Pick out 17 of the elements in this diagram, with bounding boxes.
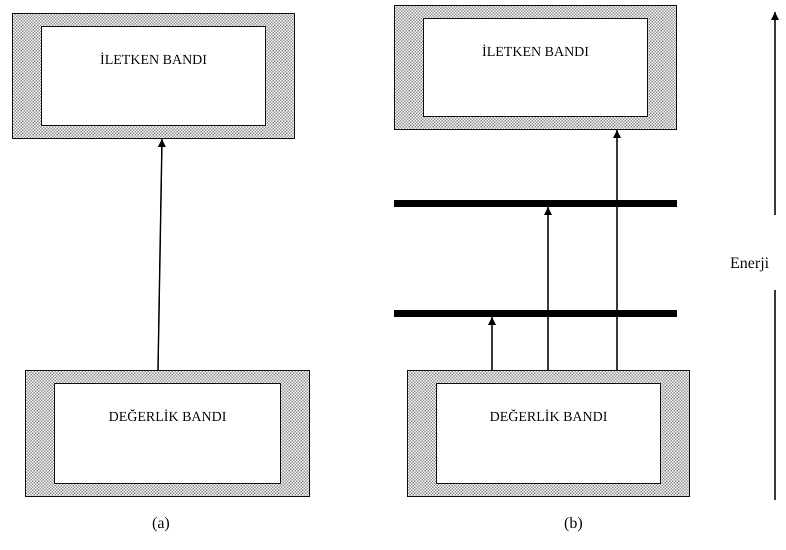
arrow (613, 130, 621, 370)
arrow (157, 138, 166, 370)
band-label: DEĞERLİK BANDI (490, 410, 608, 426)
band-box (25, 370, 310, 497)
band-box (12, 13, 295, 139)
panel-label: (b) (564, 515, 583, 533)
energy-level-bar (394, 310, 677, 317)
energy-level-bar (394, 200, 677, 207)
axis-label: Enerji (730, 255, 770, 273)
band-label: DEĞERLİK BANDI (108, 410, 226, 426)
band-label: İLETKEN BANDI (482, 45, 589, 61)
band-label: İLETKEN BANDI (100, 53, 207, 69)
arrow (544, 207, 552, 370)
band-box (394, 5, 677, 130)
band-box (407, 370, 690, 497)
panel-label: (a) (152, 515, 170, 533)
arrow (488, 317, 496, 370)
